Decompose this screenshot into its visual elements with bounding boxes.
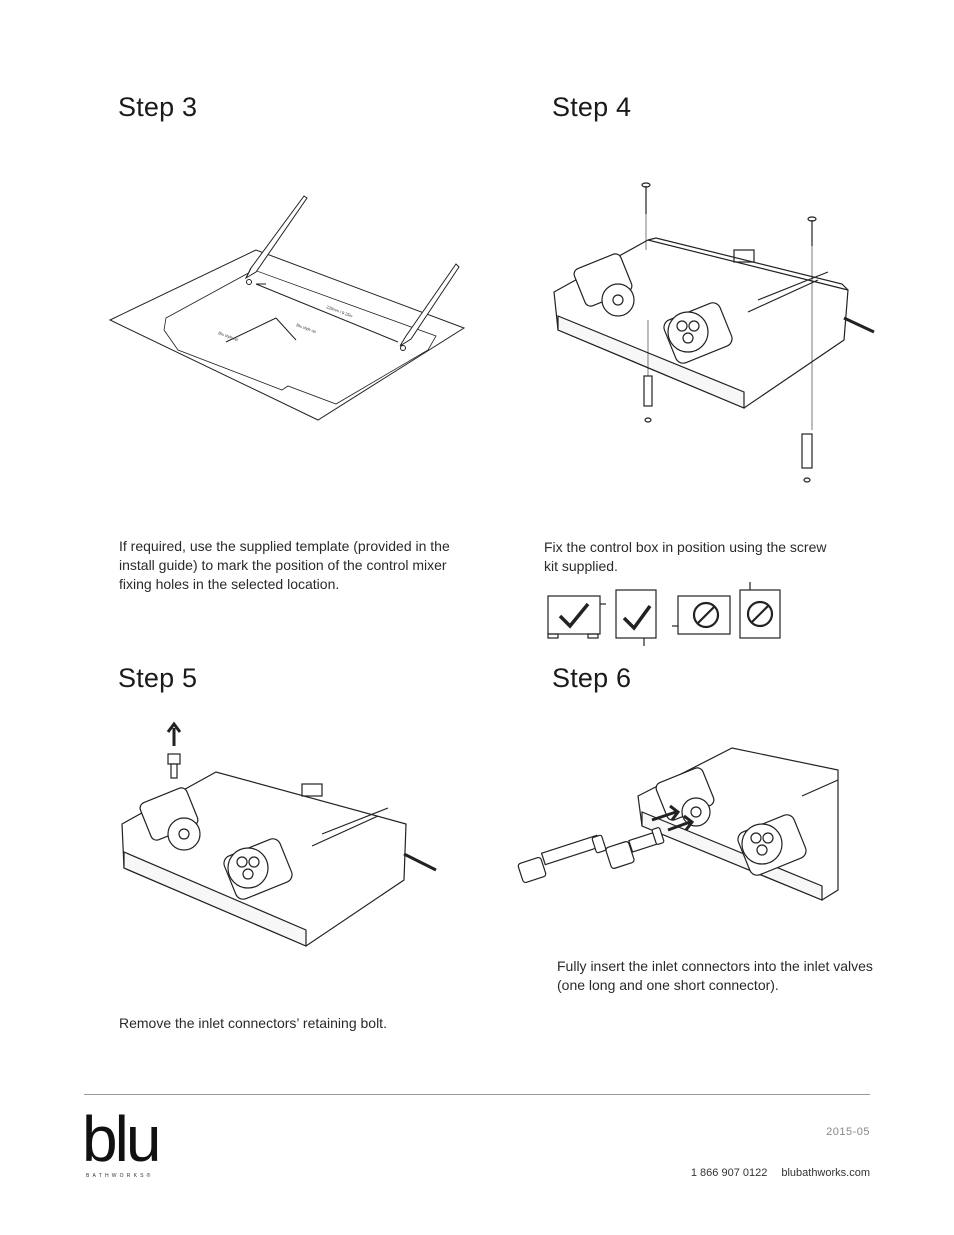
insert-inlet-connectors-illustration <box>512 740 840 920</box>
contact-info: 1 866 907 0122 blubathworks.com <box>691 1167 870 1179</box>
step-4-title: Step 4 <box>552 92 632 122</box>
template-marking-illustration: Blu style up Blu style up 228mm / 9 25in <box>106 190 468 426</box>
step-6-text: Fully insert the inlet connectors into t… <box>557 958 873 993</box>
step-6-title: Step 6 <box>552 663 632 693</box>
document-date: 2015-05 <box>826 1126 870 1138</box>
remove-retaining-bolt-illustration <box>116 720 442 960</box>
control-box-mounting-illustration <box>548 180 880 490</box>
step-3-text: If required, use the supplied template (… <box>119 538 450 592</box>
footer-divider <box>84 1094 870 1095</box>
blu-logo-tagline: BATHWORKS® <box>86 1173 154 1179</box>
orientation-guide <box>544 582 784 646</box>
step-5-title: Step 5 <box>118 663 198 693</box>
website-link[interactable]: blubathworks.com <box>781 1167 870 1179</box>
step-4-text: Fix the control box in position using th… <box>544 539 827 574</box>
step-5-text: Remove the inlet connectors’ retaining b… <box>119 1015 387 1031</box>
blu-logo: blu <box>82 1103 161 1175</box>
step-3-title: Step 3 <box>118 92 198 122</box>
phone-number: 1 866 907 0122 <box>690 1167 768 1179</box>
